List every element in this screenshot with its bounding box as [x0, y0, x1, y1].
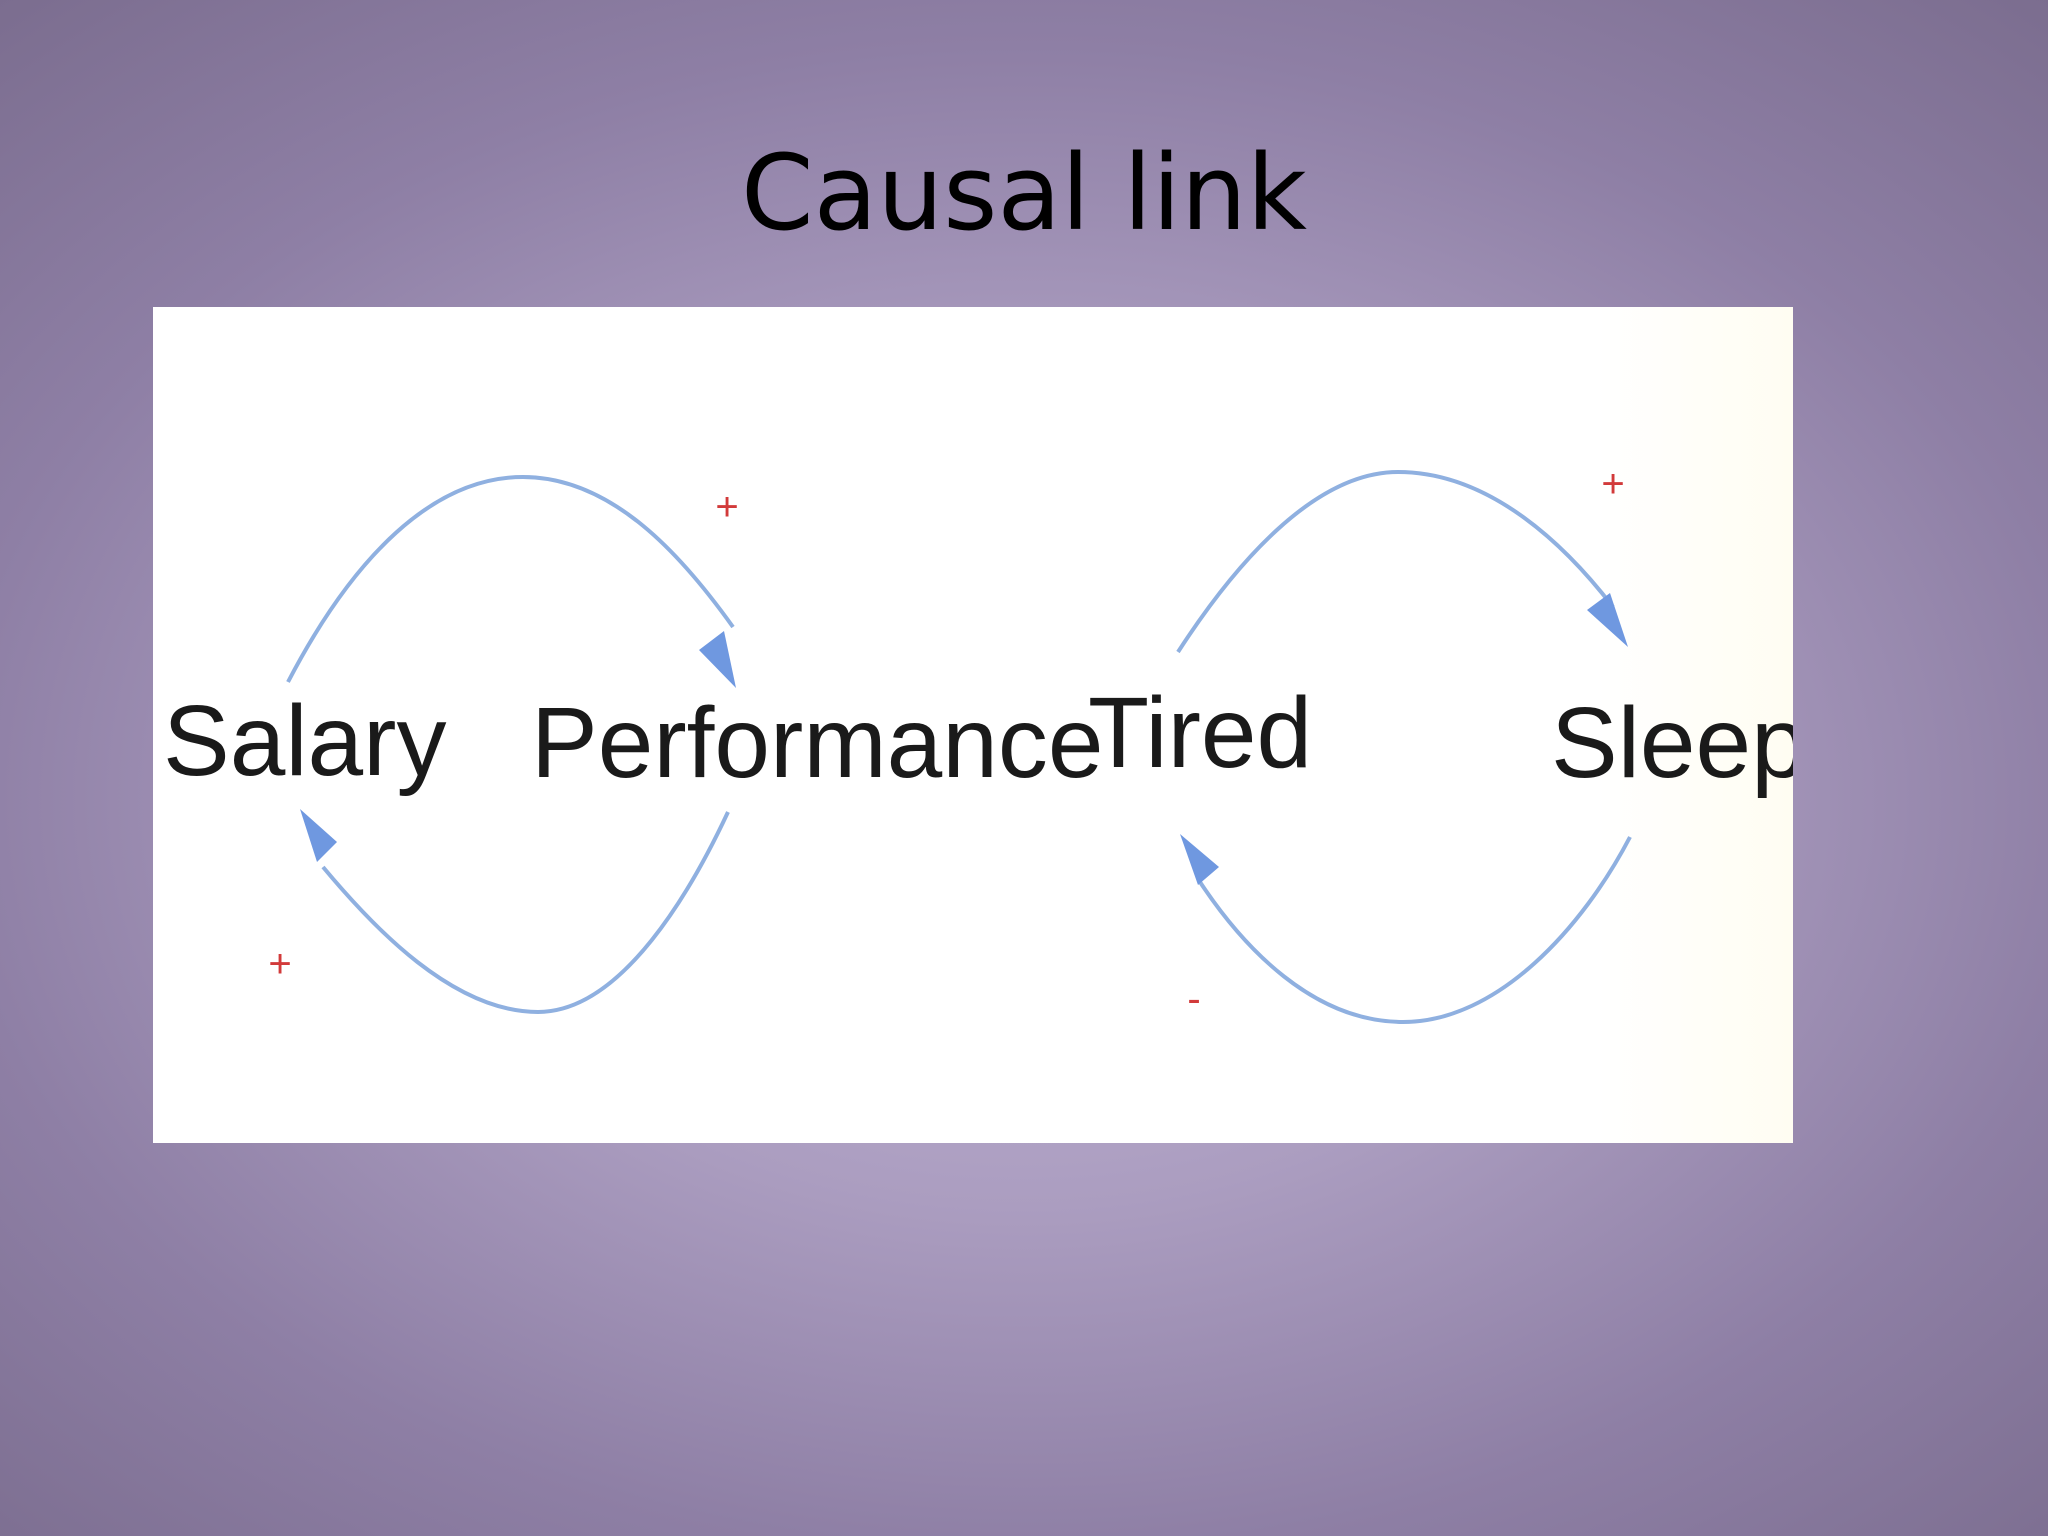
node-performance: Performance	[531, 687, 1103, 799]
link-performance-to-salary	[321, 811, 730, 1015]
slide-title: Causal link	[740, 132, 1308, 254]
causal-loop-diagram: Salary Performance + + Tired Sleep + -	[153, 307, 1793, 1143]
link-sleep-to-tired	[1198, 836, 1632, 1025]
node-tired: Tired	[1088, 677, 1312, 789]
node-sleep: Sleep	[1551, 687, 1793, 799]
arrowhead-to-tired	[1180, 834, 1219, 885]
node-salary: Salary	[163, 685, 446, 797]
link-tired-to-sleep	[1176, 469, 1615, 654]
arrowhead-to-performance	[699, 631, 736, 688]
arrowhead-to-salary	[300, 809, 337, 862]
loop-tired-sleep: Tired Sleep + -	[1088, 462, 1793, 1025]
loop-salary-performance: Salary Performance + +	[163, 474, 1103, 1015]
polarity-sleep-to-tired: -	[1187, 977, 1200, 1021]
arrowhead-to-sleep	[1587, 593, 1628, 647]
link-salary-to-performance	[286, 474, 735, 683]
polarity-performance-to-salary: +	[268, 942, 291, 986]
polarity-tired-to-sleep: +	[1601, 462, 1624, 506]
polarity-salary-to-performance: +	[715, 485, 738, 529]
